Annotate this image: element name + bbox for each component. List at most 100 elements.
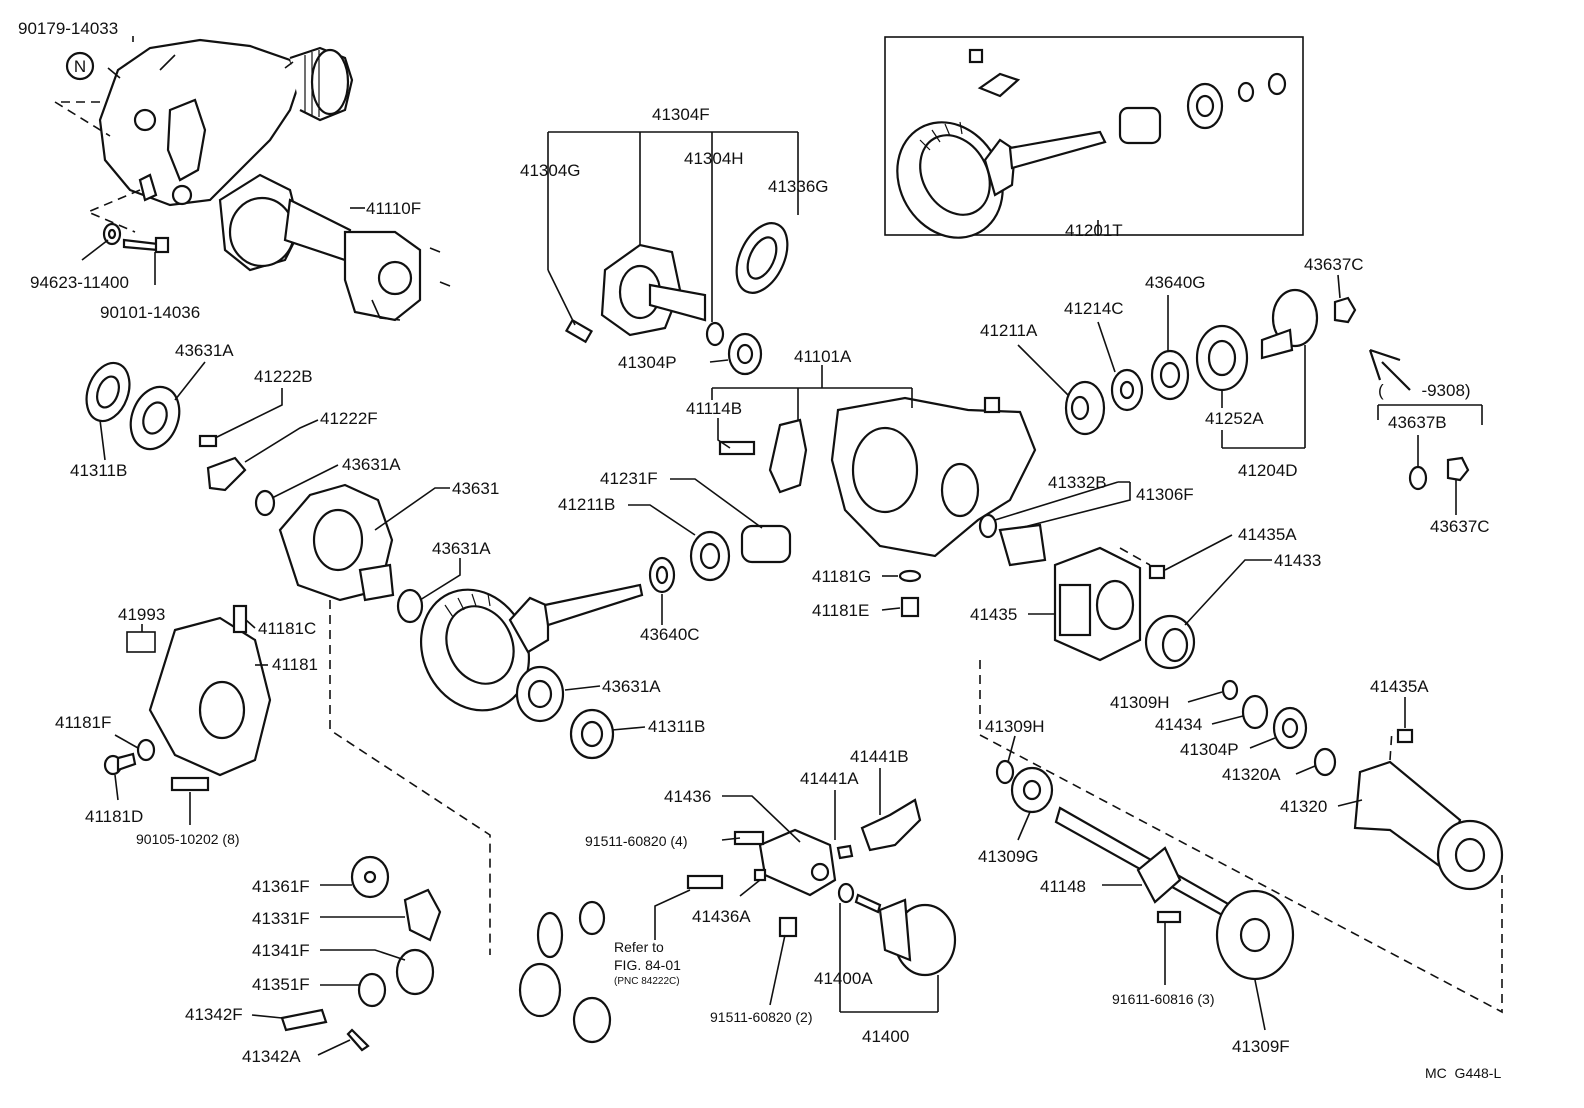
nut-43637B-drawing: [1408, 465, 1428, 491]
flange-41304F-drawing: [564, 243, 707, 344]
label-41336G: 41336G: [768, 177, 829, 196]
label-41436A: 41436A: [692, 907, 751, 926]
seal-41311B-lower-drawing: [569, 708, 615, 760]
label-41400: 41400: [862, 1027, 909, 1046]
leader-41309G: [1017, 811, 1031, 841]
label-41433: 41433: [1274, 551, 1321, 570]
dashed-leader-41435A: [1119, 547, 1151, 566]
pinion-gear-41331F-drawing: [403, 888, 442, 942]
label-94623-11400: 94623-11400: [30, 273, 129, 292]
bearing-43631A-small-drawing: [254, 489, 276, 517]
fork-41441B-drawing: [836, 798, 922, 860]
bearing-43640G-drawing: [1150, 349, 1190, 401]
washer-41181F-drawing: [136, 738, 156, 762]
ring-pinion-set-box: [884, 36, 1304, 236]
o-ring-41320A-drawing: [1313, 747, 1337, 777]
label-41341F: 41341F: [252, 941, 310, 960]
washer-94623-11400-drawing: [102, 222, 122, 246]
n-marker: N: [65, 51, 95, 81]
label-41435: 41435: [970, 605, 1017, 624]
dashed-leader-top-left-1: [52, 101, 111, 137]
leader-41342F: [251, 1014, 283, 1019]
seal-41311B-upper-drawing: [85, 361, 131, 423]
label-41211A: 41211A: [980, 321, 1038, 340]
label-90101-14036: 90101-14036: [100, 303, 200, 322]
flange-41309F-drawing: [1156, 889, 1295, 981]
label-41351F: 41351F: [252, 975, 310, 994]
leader-41304G: [547, 269, 576, 326]
bearing-43631A-lower-drawing: [515, 665, 565, 723]
label-41222F: 41222F: [320, 409, 378, 428]
label-41320: 41320: [1280, 797, 1327, 816]
label-91511-60820-4: 91511-60820 (4): [585, 833, 687, 849]
leader-41214C: [1097, 321, 1116, 373]
seal-41336G-drawing: [735, 222, 789, 294]
leader-43637C-upper: [1337, 274, 1341, 299]
leader-41434: [1211, 715, 1244, 725]
label-43631: 43631: [452, 479, 499, 498]
bearing-cap-41114B-drawing: [718, 418, 808, 494]
label-41231F: 41231F: [600, 469, 658, 488]
leader-41181F: [114, 734, 139, 749]
label-41434: 41434: [1155, 715, 1202, 734]
label-41309H-lower: 41309H: [985, 717, 1045, 736]
label-41148: 41148: [1040, 877, 1086, 896]
nut-43637C-lower-drawing: [1446, 456, 1470, 482]
label-41435A-upper: 41435A: [1238, 525, 1297, 544]
leader-41304P-upper: [709, 359, 729, 363]
label-41181C: 41181C: [258, 619, 316, 638]
label-41101A: 41101A: [794, 347, 852, 366]
label-41114B: 41114B: [686, 399, 742, 418]
label-41361F: 41361F: [252, 877, 310, 896]
label-90105-10202: 90105-10202 (8): [136, 831, 240, 847]
plug-41181D-drawing: [103, 752, 137, 776]
direction-arrow: [1368, 348, 1411, 391]
label-41304P-lower: 41304P: [1180, 740, 1239, 759]
label-41331F: 41331F: [252, 909, 310, 928]
bolt-90105-10202-drawing: [170, 776, 210, 792]
bracket-date: [1377, 404, 1483, 425]
leader-41436A: [739, 879, 761, 897]
label-43637C-upper: 43637C: [1304, 255, 1364, 274]
leader-41341F: [320, 949, 406, 961]
spacer-41214C-drawing: [1110, 368, 1144, 412]
actuator-housing-41435-drawing: [1053, 546, 1166, 662]
leader-91511-60820-4: [721, 837, 741, 841]
ring-gear-drive-pinion-drawing: [419, 583, 644, 712]
leader-41436: [722, 795, 801, 843]
label-41441B: 41441B: [850, 747, 909, 766]
o-ring-41304H-drawing: [705, 321, 725, 347]
bracket-41101A: [711, 365, 913, 420]
snap-ring-41309H-upper-drawing: [1221, 679, 1239, 701]
label-41214C: 41214C: [1064, 299, 1124, 318]
nut-41304P-lower-drawing: [1272, 706, 1308, 750]
leader-41435A-upper: [1164, 534, 1233, 571]
label-41993: 41993: [118, 605, 165, 624]
lock-plate-41222F-drawing: [206, 456, 247, 492]
leader-41181E: [881, 607, 901, 611]
label-41304H: 41304H: [684, 149, 744, 168]
leader-91511-60820-2: [769, 934, 786, 1006]
label-90179-14033: 90179-14033: [18, 19, 118, 38]
leader-43631A-mid: [419, 558, 461, 601]
bolt-90101-14036-drawing: [122, 236, 170, 254]
leader-41211A: [1017, 344, 1069, 396]
figure-code: MC G448-L: [1425, 1065, 1501, 1081]
label-41211B: 41211B: [558, 495, 615, 514]
label-41201T: 41201T: [1065, 221, 1123, 240]
actuator-41436-drawing: [686, 828, 837, 938]
actuator-motor-41400-drawing: [854, 893, 957, 977]
label-43631A-lower: 43631A: [602, 677, 661, 696]
leader-41114B: [717, 418, 731, 449]
label-91511-60820-2: 91511-60820 (2): [710, 1009, 812, 1025]
label-41181: 41181: [272, 655, 318, 674]
label-41222B: 41222B: [254, 367, 313, 386]
leader-41311B-upper: [99, 419, 106, 461]
tube-41320-drawing: [1353, 760, 1504, 891]
dashed-section-left: [329, 600, 491, 955]
leader-41311B-lower: [611, 726, 646, 731]
pin-41342F-drawing: [280, 1008, 328, 1032]
label-41441A: 41441A: [800, 769, 859, 788]
label-41204D: 41204D: [1238, 461, 1298, 480]
